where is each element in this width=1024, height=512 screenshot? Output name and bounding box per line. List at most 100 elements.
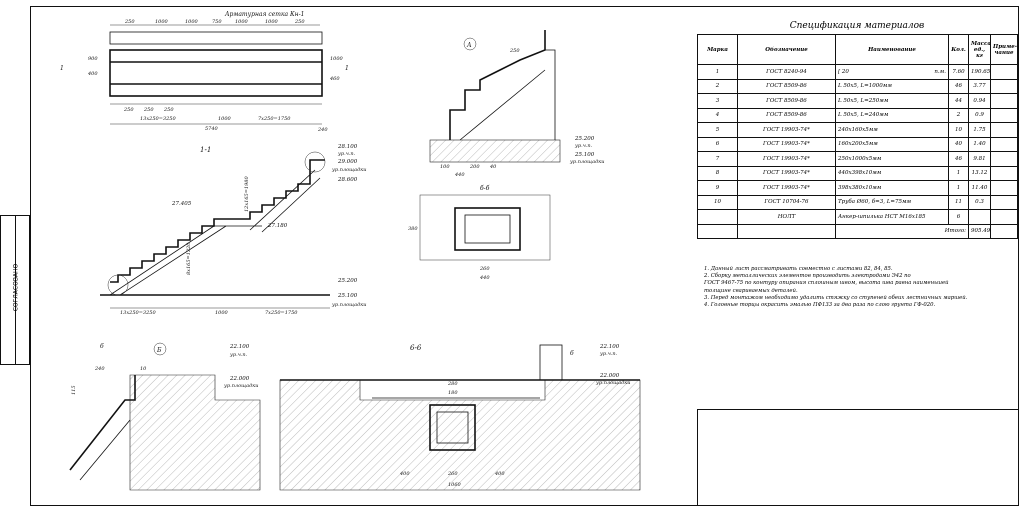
side-stamp-divider	[15, 216, 16, 364]
item-name: [ 20	[838, 68, 849, 75]
spec-cell-mass: 13.12	[968, 165, 991, 181]
spec-cell-doc: ГОСТ 8240-94	[737, 64, 836, 80]
title-block	[697, 409, 1019, 506]
elevation-label: ур.ч.п.	[599, 351, 618, 357]
spec-cell-note	[990, 180, 1018, 196]
dim: 1000	[265, 19, 279, 25]
notes: 1. Данный лист рассматривать совместно с…	[704, 266, 1014, 309]
section-title: 1-1	[200, 146, 211, 154]
dim: 1000	[235, 19, 249, 25]
spec-cell-mark: 6	[697, 136, 738, 152]
spec-cell-qty: 46	[948, 78, 969, 94]
dim: 1060	[448, 482, 462, 488]
dim: 1000	[215, 310, 229, 316]
item-name: L 50х5, L=240мм	[838, 112, 889, 119]
spec-header-row: Марка Обозначение Наименование Кол. Масс…	[697, 34, 1018, 65]
note-line: 2. Сборку металлических элементов произв…	[704, 273, 911, 280]
mesh-plan-view: Арматурная сетка Кн-1 250 1000 1000 750 …	[60, 11, 349, 133]
dim: 250	[143, 107, 154, 113]
spec-cell-note	[990, 136, 1018, 152]
dim: 750	[212, 19, 222, 25]
spec-cell-note	[990, 151, 1018, 167]
spec-cell-note	[990, 122, 1018, 138]
spec-cell-name: L 50х5, L=240мм	[835, 107, 949, 123]
dim: 380	[408, 226, 418, 232]
dim: 1000	[330, 56, 344, 62]
spec-cell-mass: 1.40	[968, 136, 991, 152]
elevation: 28.100	[337, 144, 358, 150]
spec-cell-qty: 1	[948, 165, 969, 181]
spec-cell-mark: 3	[697, 93, 738, 109]
dim: 240	[94, 366, 105, 372]
note-line: 1. Данный лист рассматривать совместно с…	[704, 266, 893, 272]
spec-cell-mark: 10	[697, 194, 738, 210]
item-name: L 50х5, L=250мм	[838, 97, 889, 104]
dim: 7х250=1750	[265, 310, 298, 316]
col-header: Марка	[697, 34, 738, 65]
spec-cell-qty: 10	[948, 122, 969, 138]
spec-cell-doc: ГОСТ 8509-86	[737, 93, 836, 109]
dim: 1000	[185, 19, 199, 25]
approval-side-stamp: СОГЛАСОВАНО	[0, 215, 30, 365]
spec-cell-qty: 46	[948, 151, 969, 167]
item-name: Анкер-шпилька НСТ М16х185	[838, 213, 926, 220]
dim: 10	[140, 366, 147, 372]
cut-mark: 1	[345, 65, 349, 72]
spec-cell-doc: ГОСТ 8509-86	[737, 78, 836, 94]
col-header: Обозначение	[737, 34, 836, 65]
dim: 250	[124, 19, 135, 25]
elevation: 25.100	[574, 152, 595, 158]
elevation: 27.180	[267, 223, 288, 229]
spec-cell-name: Анкер-шпилька НСТ М16х185	[835, 209, 949, 225]
spec-cell-note	[990, 78, 1018, 94]
detail-a: А 250 440 100 200 40 25.200 ур.ч.п. 25.1…	[429, 30, 604, 178]
dim: 1000	[218, 116, 232, 122]
elevation: 28.600	[337, 177, 358, 183]
section-title: 6-6	[410, 344, 422, 352]
dim: 250	[163, 107, 174, 113]
spec-title: Спецификация материалов	[789, 21, 925, 31]
dim: 115	[71, 385, 77, 395]
dim: 13х250=3250	[140, 116, 176, 122]
spec-cell-mark: 1	[697, 64, 738, 80]
spec-cell-mass: 0.3	[968, 194, 991, 210]
cut-mark: 6	[570, 350, 574, 357]
spec-cell-doc: ГОСТ 19903-74*	[737, 165, 836, 181]
spec-cell-mass	[968, 209, 991, 225]
mesh-title: Арматурная сетка Кн-1	[224, 11, 304, 18]
spec-cell-mark: 2	[697, 78, 738, 94]
elevation: 22.100	[599, 344, 620, 350]
spec-cell-name: L 50х5, L=1000мм	[835, 78, 949, 94]
spec-cell-note	[990, 165, 1018, 181]
elevation: 25.200	[337, 278, 358, 284]
spec-cell-mark: 7	[697, 151, 738, 167]
section-6-6: 6-6 400 260 400 1060 280 180 6 22.100 ур…	[279, 344, 641, 491]
spec-cell-note	[990, 93, 1018, 109]
dim: 100	[440, 164, 450, 170]
item-name: Труба Ø60, б=3, L=75мм	[838, 199, 912, 206]
spec-cell-mass: 190.65	[968, 64, 991, 80]
spec-cell-mass: 3.77	[968, 78, 991, 94]
dim: 440	[479, 275, 490, 281]
dim: 900	[88, 56, 98, 62]
elevation-label: ур.площадки	[331, 167, 366, 173]
detail-label: А	[466, 42, 472, 49]
spec-cell-name: 160х200х5мм	[835, 136, 949, 152]
spec-cell-qty: 11	[948, 194, 969, 210]
spec-cell-qty: 44	[948, 93, 969, 109]
dim: 260	[479, 266, 490, 272]
spec-cell-mark: 4	[697, 107, 738, 123]
total-label: Итого:	[835, 223, 969, 239]
spec-cell-note	[990, 64, 1018, 80]
spec-cell-mark: 8	[697, 165, 738, 181]
spec-cell-qty: 6	[948, 209, 969, 225]
item-name: 440х398х10мм	[838, 170, 882, 177]
